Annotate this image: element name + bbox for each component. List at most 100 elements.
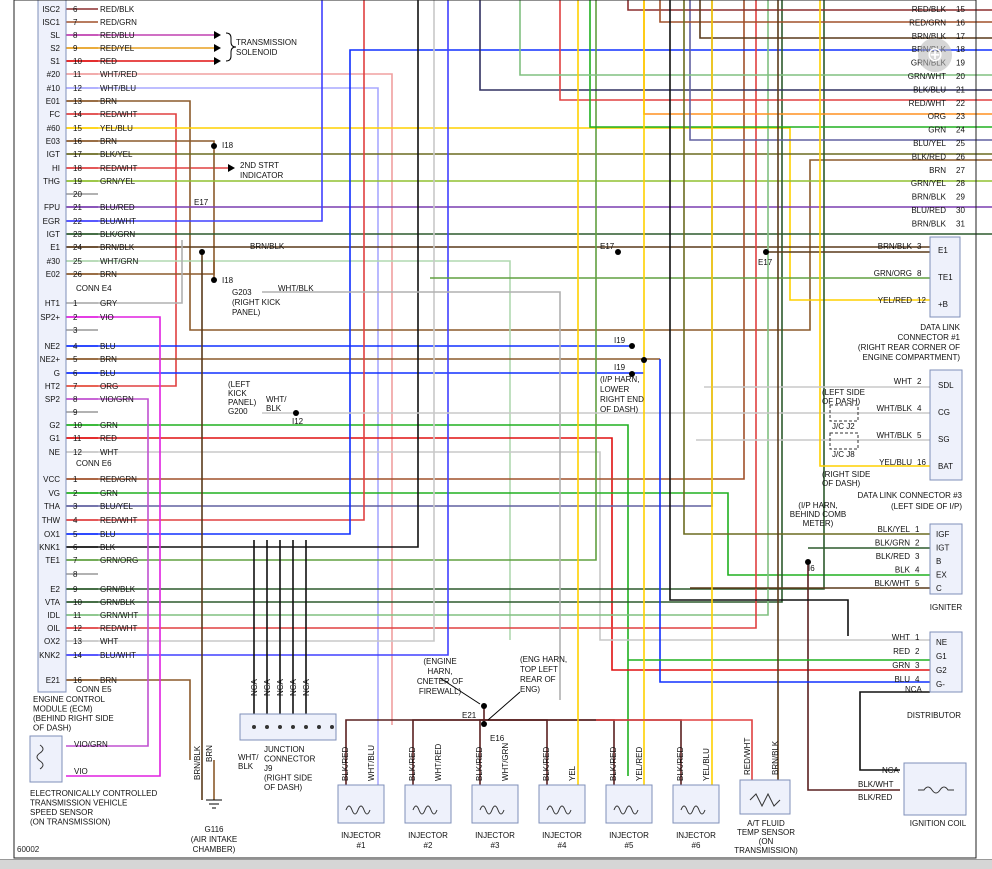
g116-wire: BRN/BLK — [193, 745, 202, 780]
ecm-label: OF DASH) — [33, 724, 72, 733]
injector-wire: YEL/RED — [635, 747, 644, 781]
injector-wire: YEL/BLU — [702, 748, 711, 781]
splice-dot — [293, 410, 299, 416]
ecm-wire-color: RED/WHT — [100, 164, 137, 173]
ecm-pin-number: 22 — [73, 217, 82, 226]
e6-pin-name: VTA — [45, 598, 61, 607]
right-wire-color: RED/BLK — [912, 5, 947, 14]
strt-indicator-label: INDICATOR — [240, 171, 283, 180]
ecm-wire-color: WHT/BLU — [100, 84, 136, 93]
ecm-wire-color: WHT/GRN — [100, 257, 138, 266]
jc-right-label: OF DASH) — [822, 479, 861, 488]
splice-dot — [211, 143, 217, 149]
dist-pin-name: G- — [936, 680, 945, 689]
igniter-pin-name: EX — [936, 571, 947, 580]
injector-number: #1 — [357, 841, 366, 850]
wire-fc — [66, 113, 177, 387]
e6-wire-color: BLK — [100, 543, 116, 552]
ecm-pin-name: #60 — [47, 124, 61, 133]
g200-label: G200 — [228, 407, 248, 416]
wire-grn — [589, 0, 992, 128]
eng-harn-b-label: ENG) — [520, 685, 540, 694]
wire-ox2 — [66, 0, 435, 642]
dlc3-box — [929, 369, 963, 481]
splice-label-i6: I6 — [808, 564, 815, 573]
wire-redgrn — [659, 0, 992, 23]
igniter-pin-number: 4 — [915, 566, 920, 575]
speed-sensor-label: (ON TRANSMISSION) — [30, 818, 111, 827]
e4-wire-color: VIO — [100, 313, 114, 322]
junction-pin — [304, 725, 308, 729]
speed-sensor-label: TRANSMISSION VEHICLE — [30, 799, 127, 808]
splice-dot — [481, 721, 487, 727]
splice-label-e17: E17 — [194, 198, 209, 207]
zoom-icon[interactable]: ⊕ — [918, 38, 952, 72]
ecm-pin-name: E1 — [50, 243, 60, 252]
ecm-body — [37, 0, 67, 693]
dist-nca-label: NCA — [905, 685, 923, 694]
transmission-solenoid-label: TRANSMISSION — [236, 38, 297, 47]
atf-symbol — [749, 792, 781, 808]
g200-wire-label: WHT/ — [266, 395, 287, 404]
igniter-wire: BLK — [895, 566, 911, 575]
ecm-pin-name: THG — [43, 177, 60, 186]
injector-label: INJECTOR — [475, 831, 515, 840]
right-wire-number: 20 — [956, 72, 965, 81]
dlc3-wire: WHT/BLK — [876, 431, 912, 440]
e6-wire-color: BLU/YEL — [100, 502, 133, 511]
splice-label-i19: I19 — [614, 363, 626, 372]
dist-pin-number: 3 — [915, 661, 920, 670]
e6-pin-number: 2 — [73, 489, 78, 498]
dlc1-pin-name: +B — [938, 300, 948, 309]
wire-e03 — [66, 140, 215, 280]
wire-redwht-r — [559, 0, 992, 101]
dlc1-wire: GRN/ORG — [874, 269, 912, 278]
e4-wire-color: GRN — [100, 421, 118, 430]
dlc1-pin-number: 8 — [917, 269, 922, 278]
dlc3-wire: WHT/BLK — [876, 404, 912, 413]
injector-coil — [680, 805, 706, 815]
injector-wire: BLK/RED — [475, 747, 484, 781]
jc-j2 — [829, 404, 859, 422]
ecm-pin-name: IGT — [47, 230, 60, 239]
injector-wire: BLK/RED — [676, 747, 685, 781]
wire-inj-common — [412, 719, 484, 785]
igniter-pin-name: IGT — [936, 544, 949, 553]
ecm-pin-number: 14 — [73, 110, 82, 119]
injector-wire: BLK/RED — [408, 747, 417, 781]
e4-pin-number: 2 — [73, 313, 78, 322]
g116-label: G116 — [205, 825, 225, 834]
wire-nca — [859, 691, 930, 771]
conn-e6-label: CONN E6 — [76, 459, 112, 468]
g116-wht-label: BLK — [238, 762, 254, 771]
diagram-frame — [13, 0, 977, 859]
dlc3-label: (LEFT SIDE OF I/P) — [891, 502, 962, 511]
dlc1-wire: YEL/RED — [878, 296, 912, 305]
ip-harness-label: (I/P HARN, — [600, 375, 639, 384]
wire-redblk — [627, 0, 992, 11]
e4-pin-number: 5 — [73, 355, 78, 364]
speed-sensor-wire: VIO/GRN — [74, 740, 108, 749]
wire-dist-gm — [659, 359, 930, 683]
igniter-wire: BLK/WHT — [874, 579, 910, 588]
dlc1-label: CONNECTOR #1 — [897, 333, 960, 342]
ecm-pin-number: 6 — [73, 5, 78, 14]
injector-box — [404, 784, 452, 824]
injector-wire: WHT/RED — [434, 743, 443, 781]
right-wire-color: BLK/BLU — [913, 85, 946, 94]
e6-pin-name: VG — [48, 489, 60, 498]
wire-tha — [66, 0, 713, 507]
wire-brn-e01 — [66, 100, 992, 331]
ecm-pin-number: 8 — [73, 31, 78, 40]
e6-pin-number: 8 — [73, 570, 78, 579]
e4-pin-number: 1 — [73, 299, 78, 308]
ecm-pin-number: 18 — [73, 164, 82, 173]
wire-inj-wht-red — [66, 73, 393, 725]
injector-label: INJECTOR — [341, 831, 381, 840]
ecm-pin-number: 16 — [73, 137, 82, 146]
dlc3-label: DATA LINK CONNECTOR #3 — [858, 491, 963, 500]
injector-number: #3 — [491, 841, 500, 850]
eng-harn-b-label: (ENG HARN, — [520, 655, 567, 664]
junction-pin — [278, 725, 282, 729]
splice-label-i18: I18 — [222, 141, 234, 150]
